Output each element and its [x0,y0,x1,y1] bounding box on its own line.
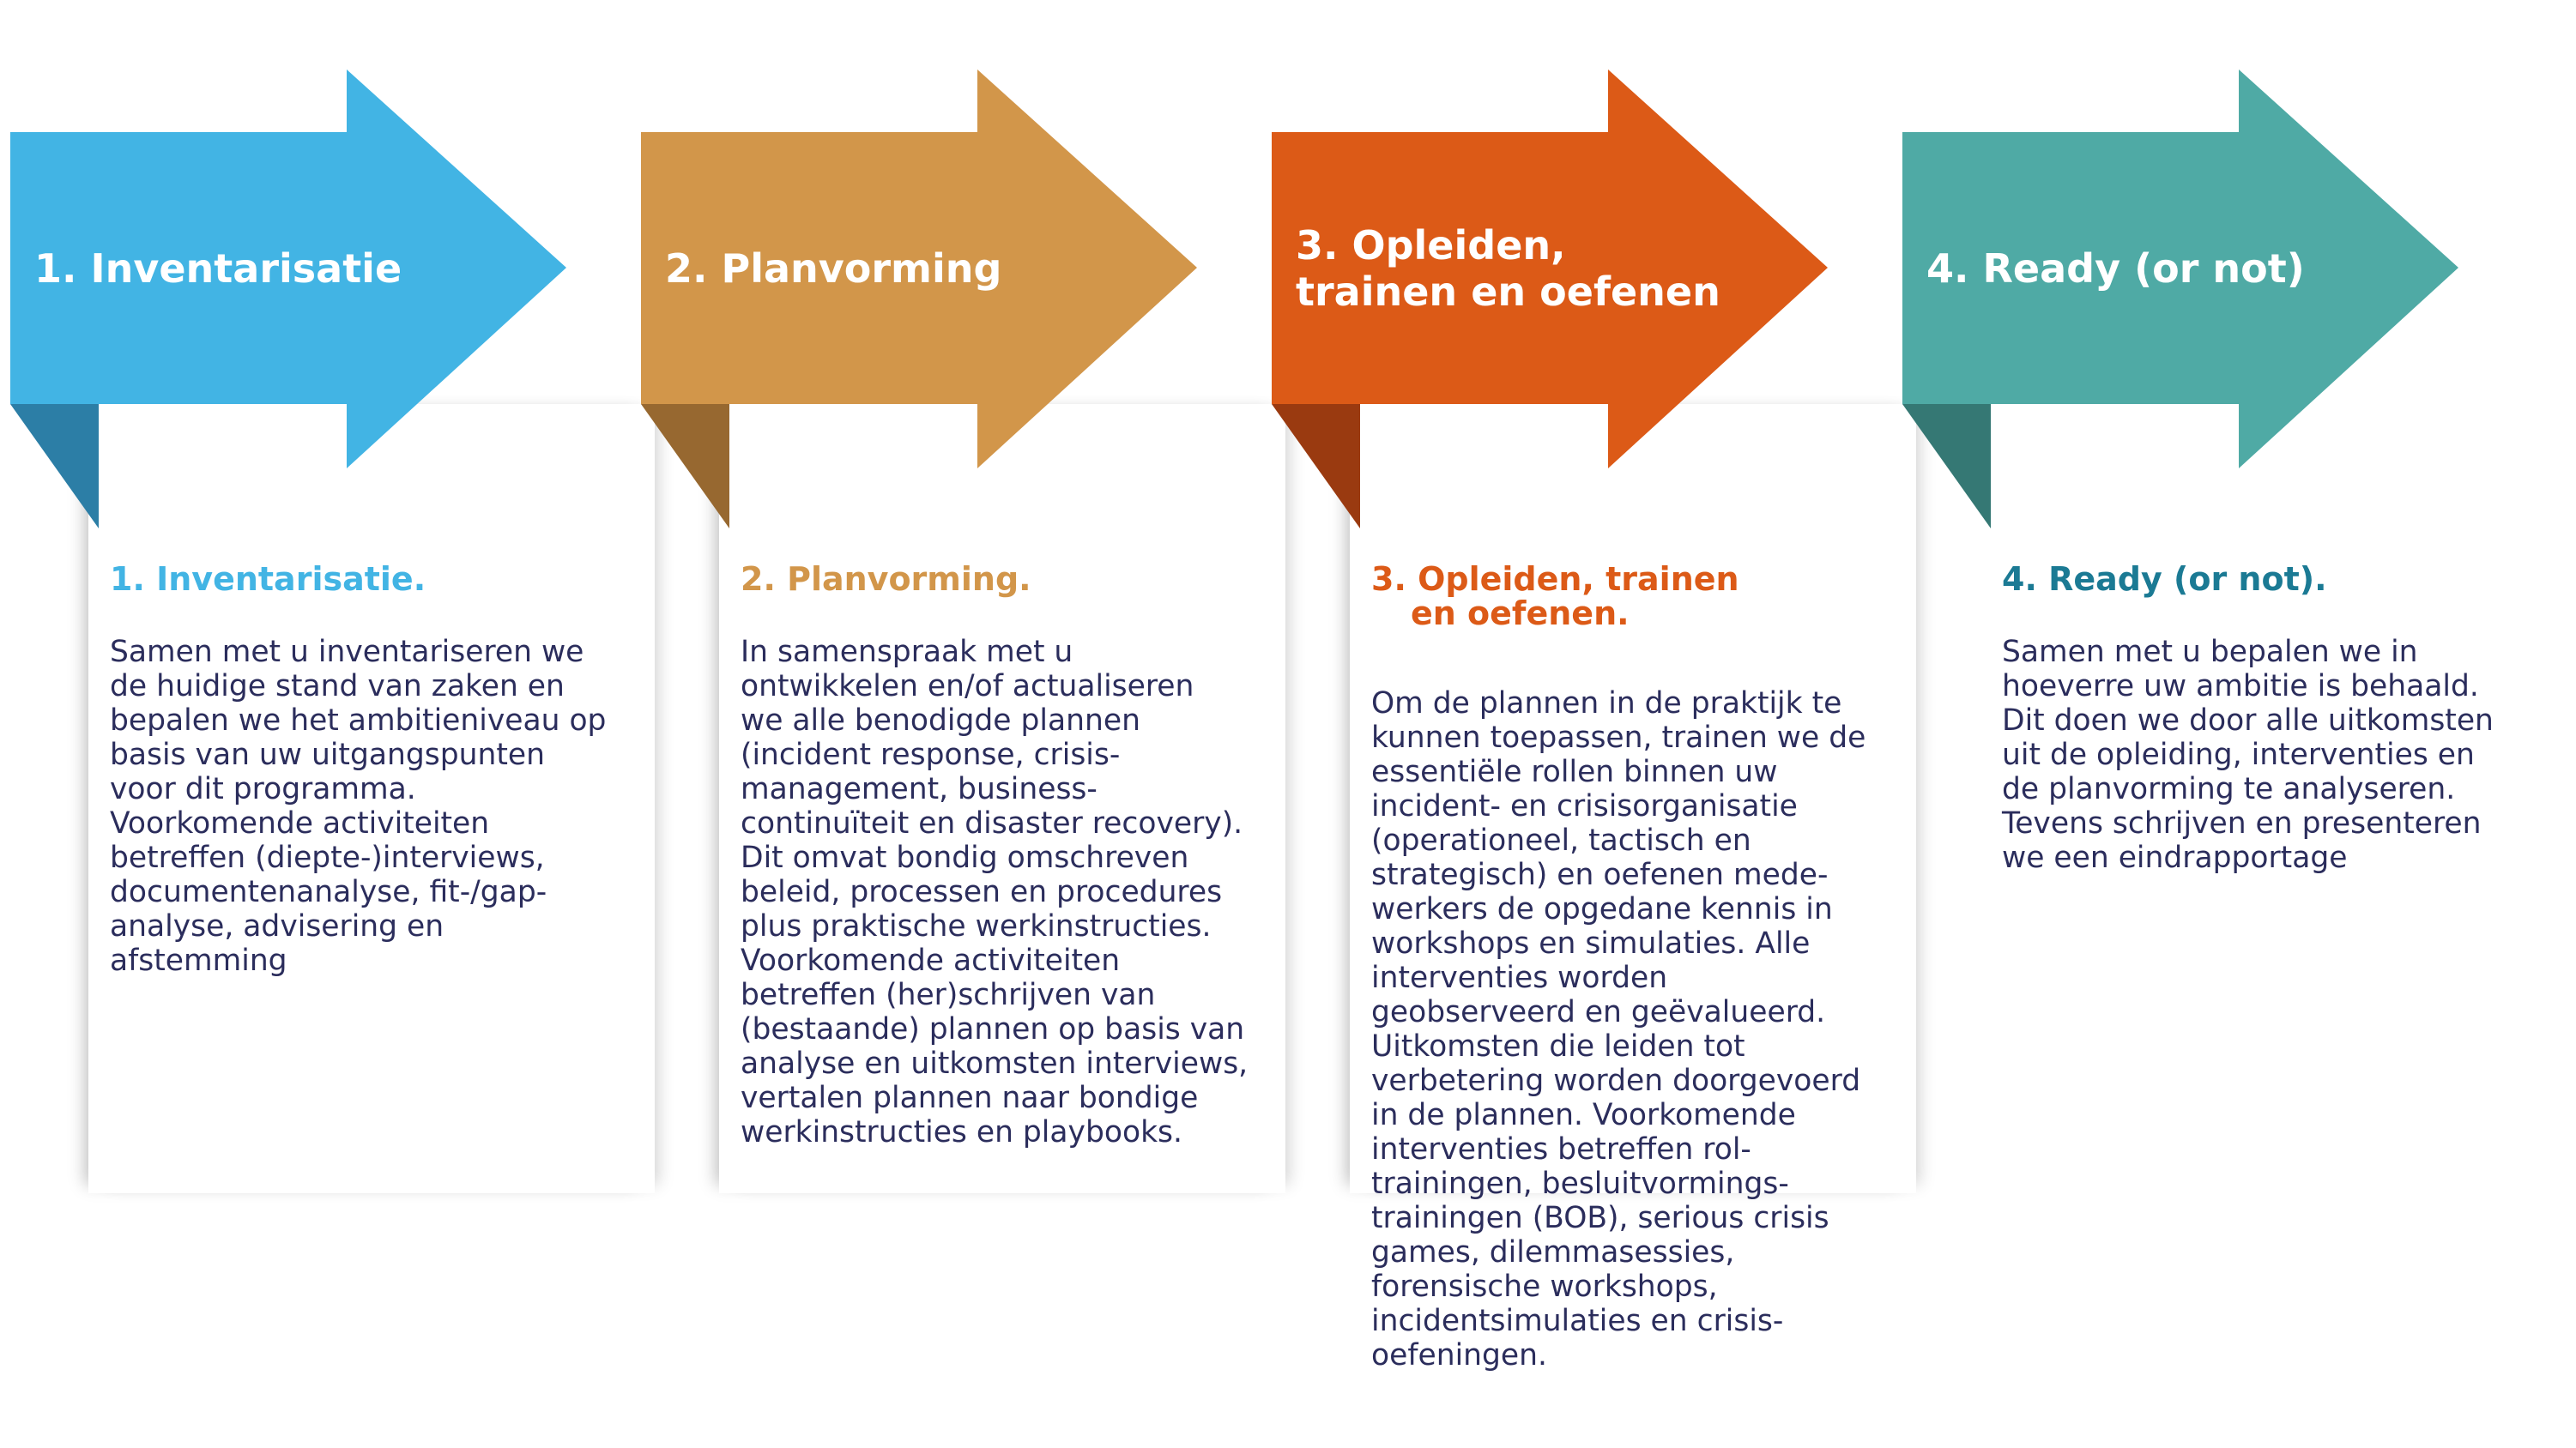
step-description: Om de plannen in de praktijk te kunnen t… [1371,686,1866,1373]
arrow-body [10,69,566,468]
process-step: 2. Planvorming 2. Planvorming. In samens… [631,0,1285,1448]
process-step: 4. Ready (or not) 4. Ready (or not). Sam… [1892,0,2523,1448]
arrow-shape [1272,69,1828,528]
arrow-fold [1272,404,1360,528]
arrow-shape [10,69,566,528]
step-card [1350,404,1916,1193]
step-title: 2. Planvorming. [741,560,1031,598]
step-description: Samen met u bepalen we in hoeverre uw am… [2002,635,2494,875]
arrow-body [641,69,1197,468]
arrow-body [1272,69,1828,468]
arrow-shape [641,69,1197,528]
step-title: 4. Ready (or not). [2002,560,2327,598]
arrow-label: 3. Opleiden, trainen en oefenen [1296,221,1720,315]
step-title: 1. Inventarisatie. [110,560,426,598]
arrow-fold [1902,404,1991,528]
arrow-label: 4. Ready (or not) [1926,244,2305,292]
arrow-label: 2. Planvorming [665,244,1002,292]
step-card [719,404,1285,1193]
arrow-fold [10,404,99,528]
process-step: 1. Inventarisatie 1. Inventarisatie. Sam… [0,0,655,1448]
step-description: Samen met u inventariseren we de huidige… [110,635,607,978]
arrow-fold [641,404,729,528]
arrow-label: 1. Inventarisatie [34,244,402,292]
arrow-shape [1902,69,2458,528]
step-description: In samenspraak met u ontwikkelen en/of a… [741,635,1249,1149]
arrow-body [1902,69,2458,468]
process-step: 3. Opleiden, trainen en oefenen 3. Oplei… [1261,0,1916,1448]
step-card [88,404,655,1193]
